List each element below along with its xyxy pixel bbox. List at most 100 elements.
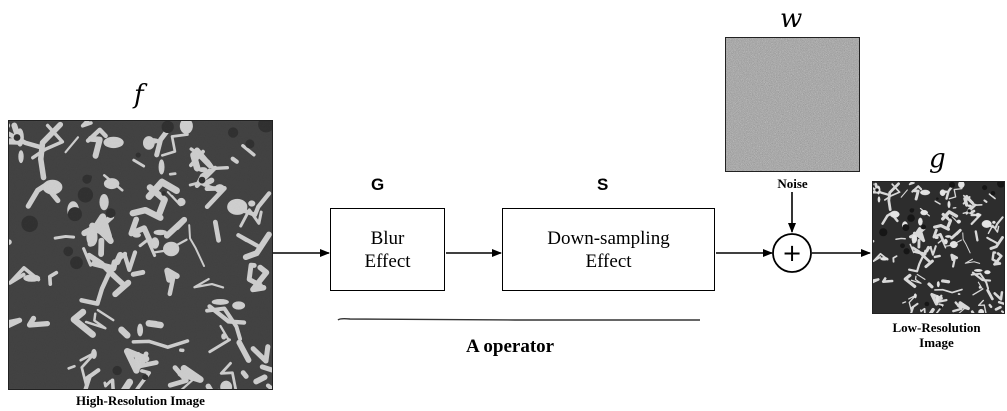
phase-segment	[933, 224, 950, 231]
phase-segment	[994, 305, 1002, 311]
phase-blob	[978, 285, 982, 289]
phase-blob	[975, 212, 981, 218]
phase-segment	[993, 252, 1003, 266]
phase-blob	[880, 257, 889, 261]
phase-segment	[892, 255, 898, 263]
phase-segment	[932, 228, 945, 243]
blur-effect-box: Blur Effect	[330, 208, 445, 291]
phase-blob	[978, 308, 985, 313]
phase-segment	[883, 183, 901, 201]
pore	[907, 214, 915, 222]
phase-segment	[903, 273, 917, 289]
pore	[879, 228, 888, 237]
phase-segment	[962, 211, 976, 216]
phase-blob	[949, 240, 958, 249]
pore	[948, 182, 956, 188]
phase-segment	[926, 245, 932, 252]
phase-blob	[945, 235, 952, 238]
phase-blob	[981, 220, 992, 228]
phase-segment	[933, 254, 941, 259]
a-operator-brace	[337, 317, 700, 321]
phase-segment	[895, 237, 906, 240]
phase-blob	[973, 268, 983, 272]
phase-blob	[911, 234, 918, 244]
phase-segment	[928, 307, 935, 313]
phase-blob	[889, 210, 900, 218]
blur-effect-label: Blur Effect	[364, 227, 411, 272]
pore	[924, 301, 930, 307]
operator-g-label: G	[371, 175, 385, 194]
phase-segment	[929, 245, 937, 256]
phase-segment	[873, 239, 875, 243]
pore	[948, 216, 952, 219]
phase-segment	[9, 239, 12, 245]
phase-blob	[934, 236, 939, 240]
a-operator-label: A operator	[466, 336, 555, 357]
phase-segment	[908, 294, 917, 312]
phase-segment	[977, 299, 987, 313]
high-resolution-caption: High-Resolution Image	[76, 393, 205, 408]
low-resolution-caption: Low-Resolution Image	[892, 320, 981, 350]
high-resolution-image	[8, 120, 273, 390]
phase-segment	[916, 273, 926, 280]
phase-segment	[977, 281, 983, 290]
pore	[939, 305, 943, 309]
phase-segment	[900, 189, 908, 198]
phase-segment	[941, 279, 951, 284]
phase-segment	[913, 249, 928, 256]
low-resolution-image	[872, 181, 1005, 314]
phase-segment	[988, 193, 996, 200]
phase-blob	[967, 204, 972, 207]
phase-blob	[943, 238, 948, 245]
phase-segment	[1000, 310, 1004, 313]
phase-segment	[948, 187, 963, 200]
phase-segment	[937, 239, 947, 249]
phase-blob	[913, 293, 917, 299]
pore	[967, 209, 971, 213]
phase-blob	[935, 294, 940, 304]
phase-segment	[956, 301, 970, 311]
symbol-g: g	[929, 144, 946, 174]
phase-segment	[908, 253, 925, 273]
phase-blob	[956, 219, 961, 224]
downsampling-effect-box: Down-sampling Effect	[502, 208, 715, 291]
phase-segment	[951, 255, 957, 268]
phase-segment	[873, 183, 880, 194]
phase-blob	[958, 182, 965, 189]
phase-segment	[941, 210, 959, 221]
phase-segment	[986, 236, 998, 244]
pore	[875, 188, 879, 192]
phase-segment	[986, 288, 994, 301]
phase-segment	[950, 253, 959, 262]
phase-segment	[962, 232, 971, 254]
downsampling-effect-label: Down-sampling Effect	[547, 227, 670, 272]
phase-segment	[920, 308, 925, 313]
pore	[982, 185, 988, 191]
phase-blob	[918, 217, 923, 226]
pore	[912, 208, 915, 211]
phase-segment	[989, 236, 1004, 250]
phase-segment	[974, 230, 979, 242]
pore	[990, 190, 996, 196]
phase-blob	[877, 196, 881, 203]
phase-blob	[984, 270, 991, 275]
phase-segment	[873, 278, 880, 284]
phase-segment	[927, 282, 934, 289]
pore	[900, 243, 905, 249]
phase-blob	[936, 281, 940, 288]
phase-segment	[912, 189, 920, 201]
phase-segment	[983, 199, 988, 203]
noise-caption: Noise	[777, 176, 808, 191]
phase-segment	[991, 251, 1000, 264]
phase-segment	[934, 200, 941, 205]
phase-segment	[972, 288, 984, 296]
phase-blob	[947, 200, 951, 209]
phase-segment	[910, 275, 922, 284]
phase-segment	[935, 303, 944, 313]
pore	[902, 224, 910, 231]
pore	[903, 248, 910, 255]
phase-segment	[993, 291, 1004, 301]
phase-segment	[950, 228, 962, 240]
noise-image	[725, 37, 860, 172]
